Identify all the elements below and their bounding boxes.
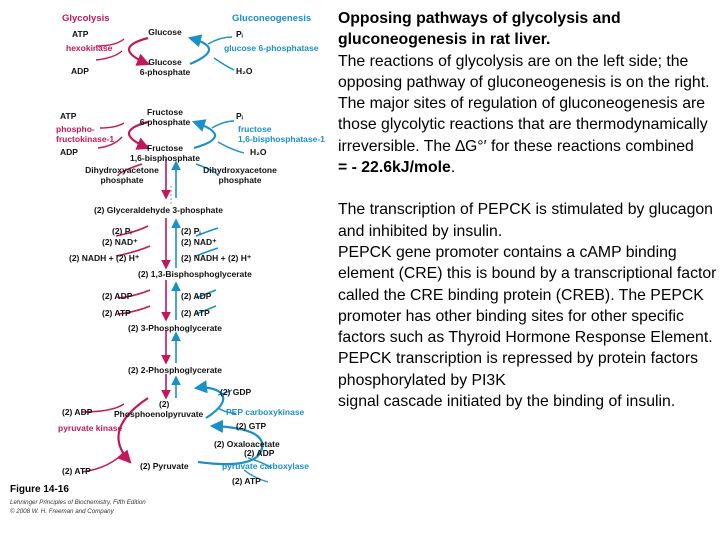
adp-label: ADP <box>60 147 78 157</box>
gluconeogenesis-bypass-arrows <box>187 34 273 483</box>
fbpase1-label: fructose 1,6-bisphosphatase-1 <box>238 124 325 144</box>
atp-right-label: (2) ATP <box>181 308 210 318</box>
pi-right-label: Pᵢ <box>236 111 243 121</box>
nad-left-label: (2) NAD⁺ <box>102 237 138 247</box>
glucose-6-phosphate-label: Glucose 6-phosphate <box>139 57 191 77</box>
oxaloacetate-label: (2) Oxaloacetate <box>214 439 280 449</box>
pyruvate-carboxylase-label: pyruvate carboxylase <box>222 461 309 471</box>
atp-right-label: (2) ATP <box>232 476 261 486</box>
gdp-label: (2) GDP <box>220 387 252 397</box>
adp-right-label: (2) ADP <box>244 448 275 458</box>
glycolysis-title: Glycolysis <box>62 13 110 24</box>
adp-left-label: (2) ADP <box>62 407 93 417</box>
pep-count-label: (2) <box>159 399 170 409</box>
pi-right-label: (2) Pᵢ <box>181 226 201 236</box>
reversible-steps <box>115 159 219 400</box>
pepck-label: PEP carboxykinase <box>226 407 305 417</box>
explanation-text: Opposing pathways of glycolysis and gluc… <box>338 8 718 412</box>
delta-g-symbol: ∆G°′ <box>455 137 487 155</box>
pepck-line-4: signal cascade initiated by the binding … <box>338 393 676 411</box>
adp-left-label: (2) ADP <box>102 291 133 301</box>
figure-credit-copyright: © 2008 W. H. Freeman and Company <box>10 508 114 515</box>
pepck-line-2: PEPCK gene promoter contains a cAMP bind… <box>338 243 717 347</box>
pepck-line-3: PEPCK transcription is repressed by prot… <box>338 350 698 389</box>
delta-g-value: = - 22.6kJ/mole <box>338 159 451 177</box>
dhap-right-label: Dihydroxyacetone phosphate <box>203 165 277 185</box>
nad-right-label: (2) NAD⁺ <box>181 237 217 247</box>
gluconeogenesis-title: Gluconeogenesis <box>232 13 312 24</box>
pepck-line-1: The transcription of PEPCK is stimulated… <box>338 201 713 240</box>
paragraph-regulation: Opposing pathways of glycolysis and gluc… <box>338 8 718 178</box>
fructose-6-phosphate-label: Fructose 6-phosphate <box>139 107 191 127</box>
pyruvate-kinase-label: pyruvate kinase <box>58 423 123 433</box>
paragraph-end: . <box>450 159 456 177</box>
atp-left-label: (2) ATP <box>62 466 91 476</box>
figure-credit-book: Lehninger Principles of Biochemistry, Fi… <box>10 499 146 506</box>
paragraph-pepck: The transcription of PEPCK is stimulated… <box>338 199 718 412</box>
paragraph-body-tail: for these reactions combined <box>486 137 694 155</box>
gtp-label: (2) GTP <box>236 421 267 431</box>
dhap-left-label: Dihydroxyacetone phosphate <box>85 165 159 185</box>
h2o-label: H₂O <box>250 147 267 157</box>
pfk1-label: phospho- fructokinase-1 <box>56 124 115 144</box>
adp-right-label: (2) ADP <box>181 291 212 301</box>
glucose-6-phosphatase-label: glucose 6-phosphatase <box>224 43 319 53</box>
pi-right-label: Pᵢ <box>236 29 243 39</box>
pathway-figure: Glycolysis ATP hexokinase ADP ATP phosph… <box>0 0 335 540</box>
fructose-bisphosphate-label: Fructose 1,6-bisphosphate <box>130 143 200 163</box>
figure-caption: Figure 14-16 <box>10 484 69 495</box>
pyruvate-label: (2) Pyruvate <box>140 461 189 471</box>
nadh-right-label: (2) NADH + (2) H⁺ <box>181 253 252 263</box>
atp-label: ATP <box>60 111 77 121</box>
bpg-label: (2) 1,3-Bisphosphoglycerate <box>138 269 252 279</box>
adp-label: ADP <box>71 66 89 76</box>
paragraph-title: Opposing pathways of glycolysis and gluc… <box>338 10 621 49</box>
pathway-arrows <box>81 34 273 483</box>
hexokinase-label: hexokinase <box>66 43 113 53</box>
glycolysis-bypass-arrows <box>81 36 151 473</box>
g3p-label: (2) Glyceraldehyde 3-phosphate <box>94 205 223 215</box>
atp-left-label: (2) ATP <box>102 308 131 318</box>
3pg-label: (2) 3-Phosphoglycerate <box>128 323 222 333</box>
paragraph-body: The reactions of glycolysis are on the l… <box>338 52 710 155</box>
nadh-left-label: (2) NADH + (2) H⁺ <box>69 253 140 263</box>
2pg-label: (2) 2-Phosphoglycerate <box>128 365 222 375</box>
atp-label: ATP <box>72 29 89 39</box>
h2o-label: H₂O <box>236 66 253 76</box>
glucose-label: Glucose <box>148 27 182 37</box>
pep-label: Phosphoenolpyruvate <box>114 409 204 419</box>
pi-left-label: (2) Pᵢ <box>112 226 132 236</box>
